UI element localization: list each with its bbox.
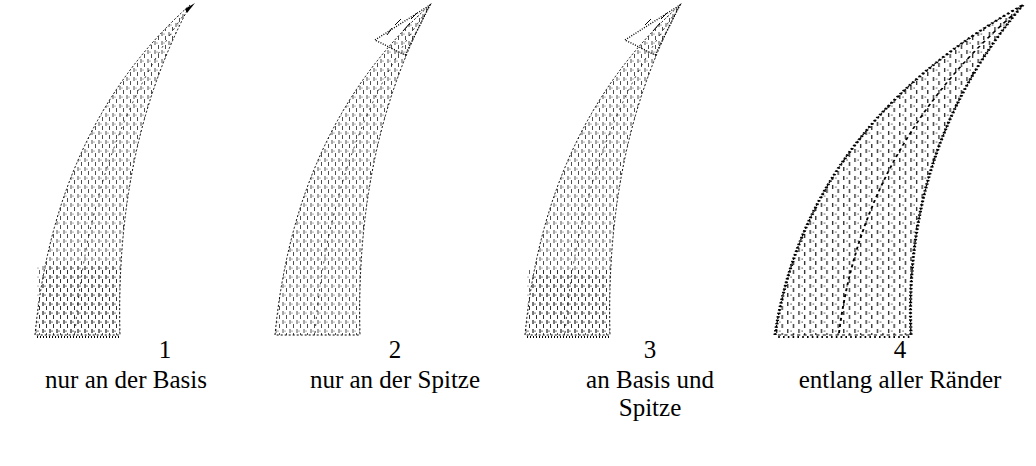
callout-number: 1 xyxy=(135,336,195,364)
callout-number: 3 xyxy=(620,336,680,364)
bristle-figure xyxy=(35,3,195,337)
callout-number: 2 xyxy=(365,336,425,364)
bristle-figure xyxy=(275,5,430,335)
caption-text: nur an der Basis xyxy=(6,366,246,394)
caption-text: nur an der Spitze xyxy=(270,366,520,394)
bristle-figure xyxy=(525,5,680,337)
caption-text: an Basis und Spitze xyxy=(575,366,725,422)
bristle-figure xyxy=(775,5,1023,337)
caption-text: entlang aller Ränder xyxy=(770,366,1030,394)
callout-number: 4 xyxy=(870,336,930,364)
